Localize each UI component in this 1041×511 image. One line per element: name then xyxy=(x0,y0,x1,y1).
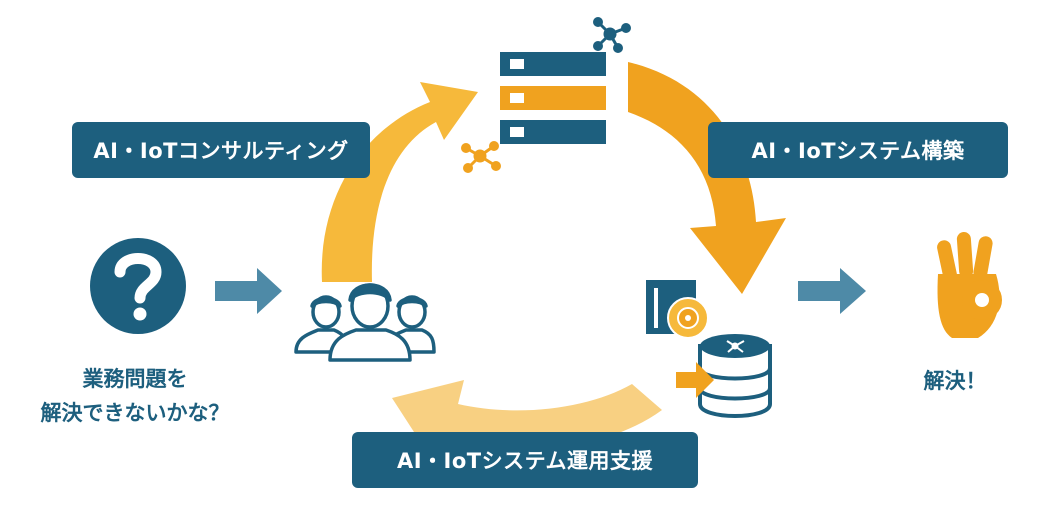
database-icon xyxy=(698,334,772,418)
system-build-label: AI・IoTシステム構築 xyxy=(708,122,1008,178)
cycle-arrow-build xyxy=(628,62,786,294)
problem-caption-line2: 解決できないかな？ xyxy=(40,401,230,425)
flow-arrow-left xyxy=(215,268,282,314)
team-people-icon xyxy=(294,283,436,362)
consulting-label: AI・IoTコンサルティング xyxy=(72,122,370,178)
server-icon xyxy=(500,52,606,144)
cycle-arrow-consulting xyxy=(321,82,478,282)
question-icon xyxy=(90,238,186,334)
network-node-icon xyxy=(461,141,501,173)
solved-caption: 解決！ xyxy=(923,369,987,393)
ok-hand-icon xyxy=(937,232,1002,338)
network-node-icon xyxy=(593,17,631,53)
problem-caption-line1: 業務問題を xyxy=(82,367,188,391)
problem-caption: 業務問題を 解決できないかな？ xyxy=(20,362,250,430)
software-package-icon xyxy=(646,280,709,339)
system-support-label: AI・IoTシステム運用支援 xyxy=(352,432,698,488)
input-arrow-icon xyxy=(676,362,714,398)
flow-arrow-right xyxy=(798,268,866,314)
